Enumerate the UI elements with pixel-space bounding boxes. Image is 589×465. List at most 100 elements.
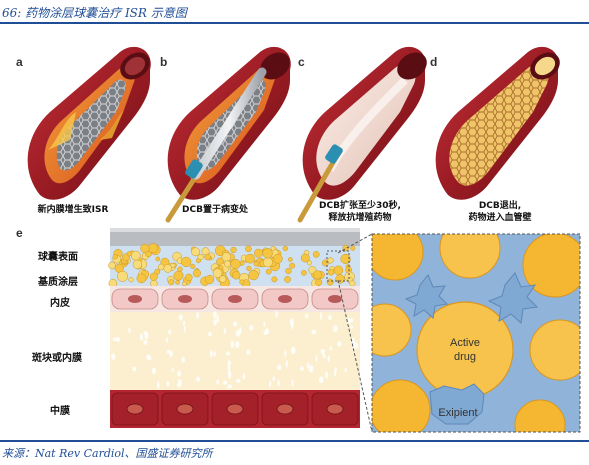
coating-particle [197, 253, 204, 261]
active-drug-label-2: drug [454, 351, 476, 363]
plaque-speckle [263, 322, 266, 327]
caption-c-line-2: 释放抗增殖药物 [328, 213, 392, 223]
plaque-speckle [299, 366, 304, 371]
coating-particle [112, 254, 118, 260]
layer-stack [108, 228, 360, 428]
coating-particle [221, 252, 232, 262]
coating-particle [327, 268, 335, 276]
plaque-speckle [213, 319, 218, 326]
coating-particle [132, 259, 143, 269]
plaque-speckle [242, 373, 246, 380]
plaque-speckle [285, 360, 288, 368]
coating-particle [287, 257, 293, 262]
plaque-speckle [269, 380, 272, 387]
source-note: 来源：Nat Rev Cardiol、国盛证券研究所 [2, 447, 213, 460]
coating-particle [270, 245, 276, 251]
coating-particle [191, 247, 201, 257]
plaque-speckle [308, 364, 314, 373]
vessel-d [435, 46, 560, 200]
coating-particle [140, 243, 150, 254]
plaque-speckle [132, 366, 137, 372]
plaque-speckle [112, 337, 117, 342]
plaque-speckle [177, 370, 182, 377]
plaque-speckle [272, 376, 276, 382]
media-nucleus [126, 403, 144, 415]
coating-particle [246, 265, 252, 272]
panel-c-letter: c [298, 55, 305, 69]
plaque-speckle [227, 370, 232, 379]
endothelial-nucleus [128, 295, 142, 303]
plaque-speckle [347, 318, 351, 326]
plaque-speckle [344, 367, 347, 373]
coating-particle [262, 257, 273, 268]
coating-particle [232, 271, 241, 280]
media-nucleus [276, 403, 294, 415]
plaque-speckle [232, 321, 238, 327]
caption-b: DCB置于病变处 [160, 204, 270, 216]
active-drug-label-1: Active [450, 337, 480, 349]
coating-particle [163, 264, 173, 273]
coating-particle [272, 253, 283, 264]
coating-particle [177, 266, 183, 272]
coating-particle [248, 269, 259, 281]
plaque-speckle [183, 325, 186, 333]
plaque-speckle [181, 356, 186, 363]
coating-particle [245, 253, 255, 264]
coating-particle [108, 261, 116, 270]
plaque-speckle [178, 314, 183, 321]
coating-particle [175, 280, 180, 285]
plaque-speckle [143, 339, 148, 345]
media-nucleus [176, 403, 194, 415]
plaque-speckle [226, 351, 230, 356]
plaque-speckle [182, 320, 186, 326]
coating-particle [212, 268, 223, 278]
plaque-speckle [290, 346, 296, 355]
coating-particle [282, 245, 288, 252]
caption-d: DCB退出, 药物进入血管壁 [445, 200, 555, 224]
coating-particle [150, 279, 158, 288]
layer-label-media: 中膜 [50, 406, 70, 417]
coating-particle [230, 246, 237, 254]
coating-particle [301, 270, 307, 276]
caption-d-line-2: 药物进入血管壁 [468, 213, 532, 223]
coating-particle [230, 258, 241, 270]
coating-particle [349, 280, 356, 287]
coating-particle [173, 270, 184, 281]
plaque-speckle [325, 371, 329, 379]
plaque-speckle [168, 329, 172, 335]
coating-particle [136, 273, 147, 284]
plaque-speckle [275, 311, 278, 318]
coating-particle [312, 251, 320, 258]
plaque-speckle [209, 350, 213, 358]
plaque-speckle [216, 315, 219, 323]
plaque-speckle [320, 312, 322, 321]
endothelial-nucleus [178, 295, 192, 303]
plaque-speckle [235, 341, 240, 349]
plaque-speckle [235, 330, 241, 337]
coating-particle [149, 272, 158, 281]
plaque-speckle [216, 379, 219, 385]
caption-c: DCB扩张至少30秒, 释放抗增殖药物 [300, 200, 420, 224]
plaque-speckle [227, 363, 231, 372]
plaque-speckle [196, 311, 200, 320]
coating-particle [205, 274, 215, 285]
vessel-c [297, 46, 427, 223]
plaque-speckle [227, 384, 233, 389]
coating-particle [157, 263, 165, 271]
plaque-speckle [128, 327, 131, 334]
plaque-speckle [116, 336, 120, 343]
coating-particle [253, 261, 259, 267]
coating-particle [170, 262, 176, 268]
plaque-speckle [276, 364, 282, 371]
coating-particle [245, 245, 252, 253]
coating-particle [340, 253, 351, 264]
plaque-speckle [166, 349, 172, 354]
plaque-speckle [350, 325, 353, 330]
plaque-speckle [249, 325, 254, 331]
coating-particle [185, 273, 193, 282]
zoom-panel: Active drug Exipient [371, 233, 581, 433]
coating-particle [284, 276, 291, 283]
plaque-speckle [327, 355, 330, 363]
top-rule [0, 22, 589, 24]
